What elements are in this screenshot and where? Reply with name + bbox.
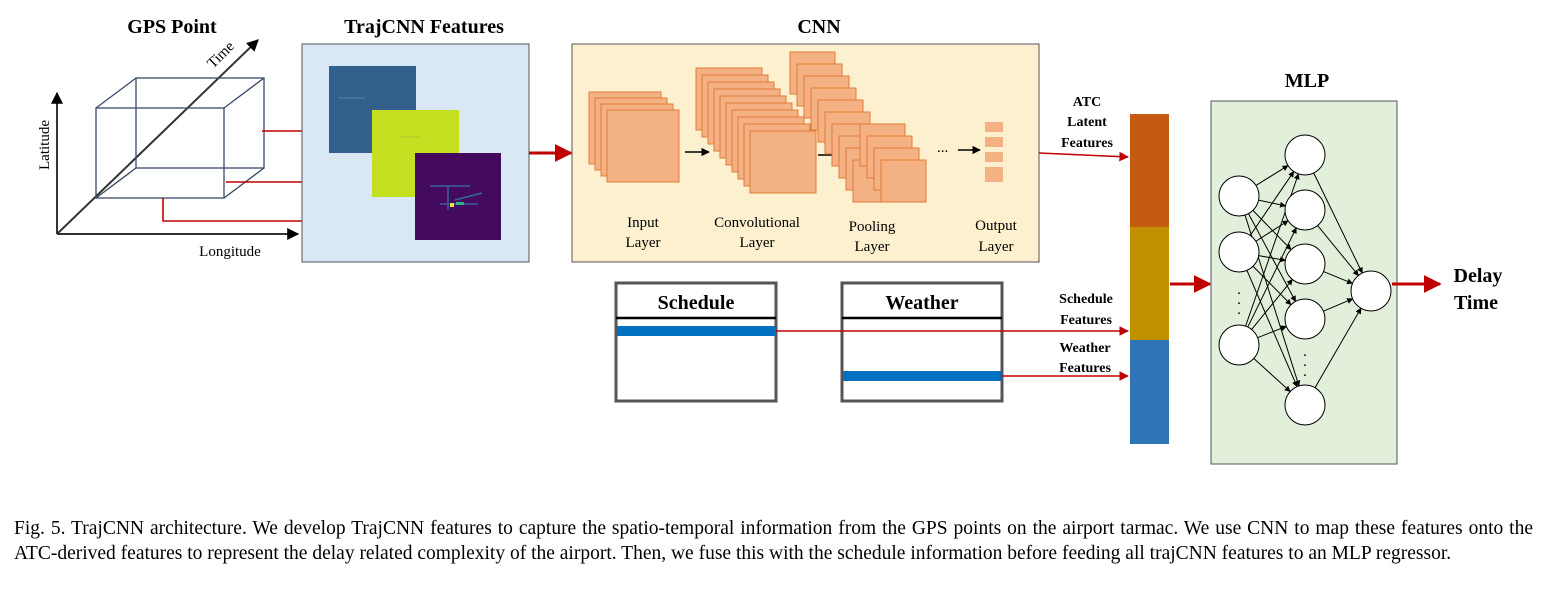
weather-selected-row (843, 371, 1001, 381)
latitude-label: Latitude (37, 120, 53, 170)
mlp-hidden-dots-1: · (1303, 348, 1308, 364)
conv-layer-label-1: Convolutional (714, 215, 800, 231)
mlp-neurons (1218, 134, 1392, 426)
mlp-input-dots-1: · (1237, 286, 1242, 302)
mlp-edge-in0-h0 (1255, 165, 1289, 186)
atc-label-3: Features (1061, 136, 1113, 151)
mlp-edge-h2-out (1323, 271, 1354, 285)
figure-caption: Fig. 5. TrajCNN architecture. We develop… (14, 518, 1533, 564)
schedule-selected-row (617, 326, 775, 336)
weather-features-label-2: Features (1059, 361, 1111, 376)
mlp-edge-h4-out (1314, 307, 1362, 388)
cnn-ellipsis: ... (937, 140, 948, 156)
output-layer-label-2: Layer (979, 239, 1014, 255)
feature-map-3 (415, 153, 501, 240)
mlp-edge-in1-h3 (1252, 265, 1292, 306)
mlp-edge-h1-out (1317, 225, 1359, 276)
mlp-hidden-neuron-0 (1284, 134, 1326, 176)
atc-feature-segment (1130, 114, 1169, 227)
mlp-edge-in2-h3 (1257, 325, 1287, 339)
mlp-title: MLP (1285, 70, 1329, 92)
cnn-title: CNN (797, 16, 841, 38)
time-label: Time (205, 38, 239, 72)
mlp-edge-in1-h1 (1255, 220, 1289, 242)
mlp-input-neuron-0 (1218, 175, 1260, 217)
delay-time-label-2: Time (1454, 292, 1498, 314)
mlp-edge-in1-h0 (1249, 171, 1295, 236)
schedule-features-label-2: Features (1060, 313, 1112, 328)
mlp-hidden-neuron-2 (1284, 243, 1326, 285)
gps-title: GPS Point (127, 16, 217, 38)
mlp-hidden-dots-3: · (1303, 368, 1308, 384)
mlp-input-dots-2: · (1237, 296, 1242, 312)
weather-feature-segment (1130, 340, 1169, 444)
delay-time-label-1: Delay (1454, 265, 1503, 287)
weather-table: Weather (840, 281, 1004, 403)
cnn-panel: CNN (571, 16, 1040, 263)
output-layer-label-1: Output (975, 218, 1018, 234)
input-layer-label-1: Input (627, 215, 659, 231)
mlp-edge-in1-h4 (1246, 270, 1298, 388)
atc-label-1: ATC (1073, 95, 1102, 110)
spatiotemporal-cube (95, 77, 265, 199)
convolutional-layer-stack (695, 67, 817, 194)
pool-layer-label-2: Layer (855, 239, 890, 255)
pooling-layer-stack (789, 51, 927, 203)
time-axis (56, 39, 259, 235)
mlp-edge-in2-h2 (1251, 279, 1293, 330)
trajcnn-title: TrajCNN Features (344, 16, 504, 38)
feature-map-3-trace (430, 185, 483, 210)
input-layer-label-2: Layer (626, 235, 661, 251)
mlp-hidden-dots-2: · (1303, 358, 1308, 374)
mlp-output-neuron (1350, 270, 1392, 312)
mlp-hidden-neuron-4 (1284, 384, 1326, 426)
mlp-input-neuron-2 (1218, 324, 1260, 366)
mlp-edge-in2-h4 (1253, 358, 1291, 392)
trajcnn-features-panel: TrajCNN Features (301, 16, 530, 263)
mlp-hidden-neuron-3 (1284, 298, 1326, 340)
schedule-features-label-1: Schedule (1059, 292, 1113, 307)
longitude-label: Longitude (199, 244, 261, 260)
mlp-panel: MLP · · · · · · (1210, 70, 1398, 465)
feature-labels: ATC Latent Features Schedule Features We… (1059, 95, 1113, 376)
schedule-feature-segment (1130, 227, 1169, 340)
mlp-edge-h3-out (1323, 298, 1354, 312)
schedule-table: Schedule (614, 281, 778, 403)
mlp-hidden-neuron-1 (1284, 189, 1326, 231)
mlp-edge-in2-h1 (1247, 227, 1297, 328)
feature-arrows (776, 151, 1129, 381)
schedule-title: Schedule (658, 292, 735, 314)
conv-layer-label-2: Layer (740, 235, 775, 251)
pool-layer-label-1: Pooling (849, 219, 896, 235)
atc-label-2: Latent (1067, 115, 1107, 130)
fused-feature-bar (1130, 114, 1169, 444)
weather-features-label-1: Weather (1059, 341, 1110, 356)
mlp-edge-in0-h2 (1252, 210, 1292, 251)
mlp-input-dots-3: · (1237, 306, 1242, 322)
input-layer-stack (588, 91, 680, 183)
architecture-diagram: GPS Point Latitude Longitude Time TrajCN… (37, 16, 1503, 465)
mlp-edge-h0-out (1313, 172, 1363, 274)
mlp-input-neuron-1 (1218, 231, 1260, 273)
weather-title: Weather (885, 292, 958, 314)
